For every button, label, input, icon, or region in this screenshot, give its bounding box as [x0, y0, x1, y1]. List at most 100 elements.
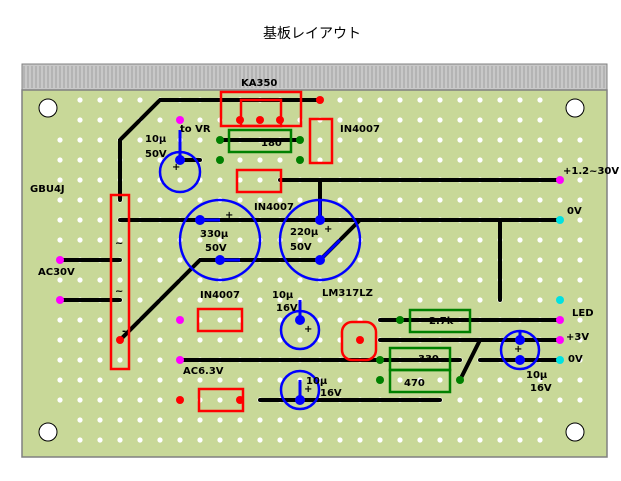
board-hole	[377, 297, 383, 303]
board-hole	[417, 237, 423, 243]
board-hole	[237, 157, 243, 163]
board-hole	[457, 157, 463, 163]
board-hole	[317, 297, 323, 303]
board-hole	[417, 297, 423, 303]
board-hole	[517, 297, 523, 303]
board-hole	[377, 97, 383, 103]
board-hole	[77, 237, 83, 243]
board-hole	[477, 137, 483, 143]
board-hole	[557, 197, 563, 203]
board-hole	[197, 297, 203, 303]
board-hole	[437, 437, 443, 443]
board-hole	[277, 377, 283, 383]
board-hole	[437, 197, 443, 203]
board-hole	[77, 277, 83, 283]
board-hole	[217, 317, 223, 323]
board-hole	[497, 437, 503, 443]
board-hole	[477, 117, 483, 123]
board-hole	[577, 217, 583, 223]
board-hole	[517, 377, 523, 383]
board-hole	[537, 377, 543, 383]
pad	[376, 356, 384, 364]
pad	[116, 336, 124, 344]
board-hole	[97, 237, 103, 243]
label-cap10u-d: 10μ	[526, 370, 548, 381]
board-hole	[357, 117, 363, 123]
board-hole	[217, 417, 223, 423]
label-cap330-b: 50V	[205, 243, 227, 254]
board-hole	[337, 197, 343, 203]
board-hole	[77, 157, 83, 163]
pad-gbu-top	[56, 256, 64, 264]
board-hole	[377, 277, 383, 283]
board-hole	[237, 437, 243, 443]
board-hole	[117, 417, 123, 423]
board-hole	[577, 197, 583, 203]
board-hole	[137, 297, 143, 303]
label-plus-220: +	[324, 224, 332, 235]
board-hole	[177, 377, 183, 383]
board-hole	[497, 117, 503, 123]
board-hole	[237, 237, 243, 243]
pad-led	[556, 316, 564, 324]
board-hole	[417, 97, 423, 103]
board-hole	[377, 157, 383, 163]
label-0v-bot: 0V	[568, 354, 583, 365]
board-hole	[137, 397, 143, 403]
board-hole	[417, 157, 423, 163]
board-hole	[197, 377, 203, 383]
board-hole	[477, 297, 483, 303]
board-hole	[177, 417, 183, 423]
board-hole	[257, 197, 263, 203]
board-hole	[257, 277, 263, 283]
board-hole	[417, 417, 423, 423]
board-hole	[137, 197, 143, 203]
board-hole	[517, 277, 523, 283]
board-hole	[197, 117, 203, 123]
board-hole	[237, 417, 243, 423]
board-hole	[157, 157, 163, 163]
board-hole	[157, 237, 163, 243]
label-to-vr: to VR	[180, 124, 211, 135]
board-hole	[137, 137, 143, 143]
board-header-strip	[21, 63, 608, 91]
board-hole	[477, 257, 483, 263]
board-hole	[257, 177, 263, 183]
board-hole	[417, 437, 423, 443]
board-hole	[97, 277, 103, 283]
board-hole	[57, 357, 63, 363]
pad-0v-bot	[556, 356, 564, 364]
board-hole	[397, 197, 403, 203]
board-hole	[437, 297, 443, 303]
board-hole	[457, 277, 463, 283]
board-hole	[577, 317, 583, 323]
board-hole	[197, 337, 203, 343]
board-hole	[117, 397, 123, 403]
board-hole	[97, 417, 103, 423]
board-hole	[237, 337, 243, 343]
board-hole	[77, 217, 83, 223]
board-hole	[97, 137, 103, 143]
board-hole	[497, 97, 503, 103]
board-hole	[537, 417, 543, 423]
label-ac63v: AC6.3V	[183, 366, 224, 377]
board-hole	[457, 237, 463, 243]
pad-ac63v-b	[176, 356, 184, 364]
board-hole	[497, 197, 503, 203]
board-hole	[137, 417, 143, 423]
board-hole	[437, 277, 443, 283]
board-hole	[537, 117, 543, 123]
board-hole	[397, 97, 403, 103]
mount-hole-top-left	[38, 98, 58, 118]
board-hole	[417, 197, 423, 203]
board-hole	[397, 417, 403, 423]
board-hole	[77, 397, 83, 403]
board-hole	[537, 97, 543, 103]
board-hole	[177, 337, 183, 343]
board-hole	[517, 197, 523, 203]
label-out-12-30v: +1.2~30V	[563, 166, 619, 177]
board-hole	[557, 237, 563, 243]
board-hole	[457, 297, 463, 303]
board-hole	[57, 397, 63, 403]
pad-ac63v-a	[176, 316, 184, 324]
